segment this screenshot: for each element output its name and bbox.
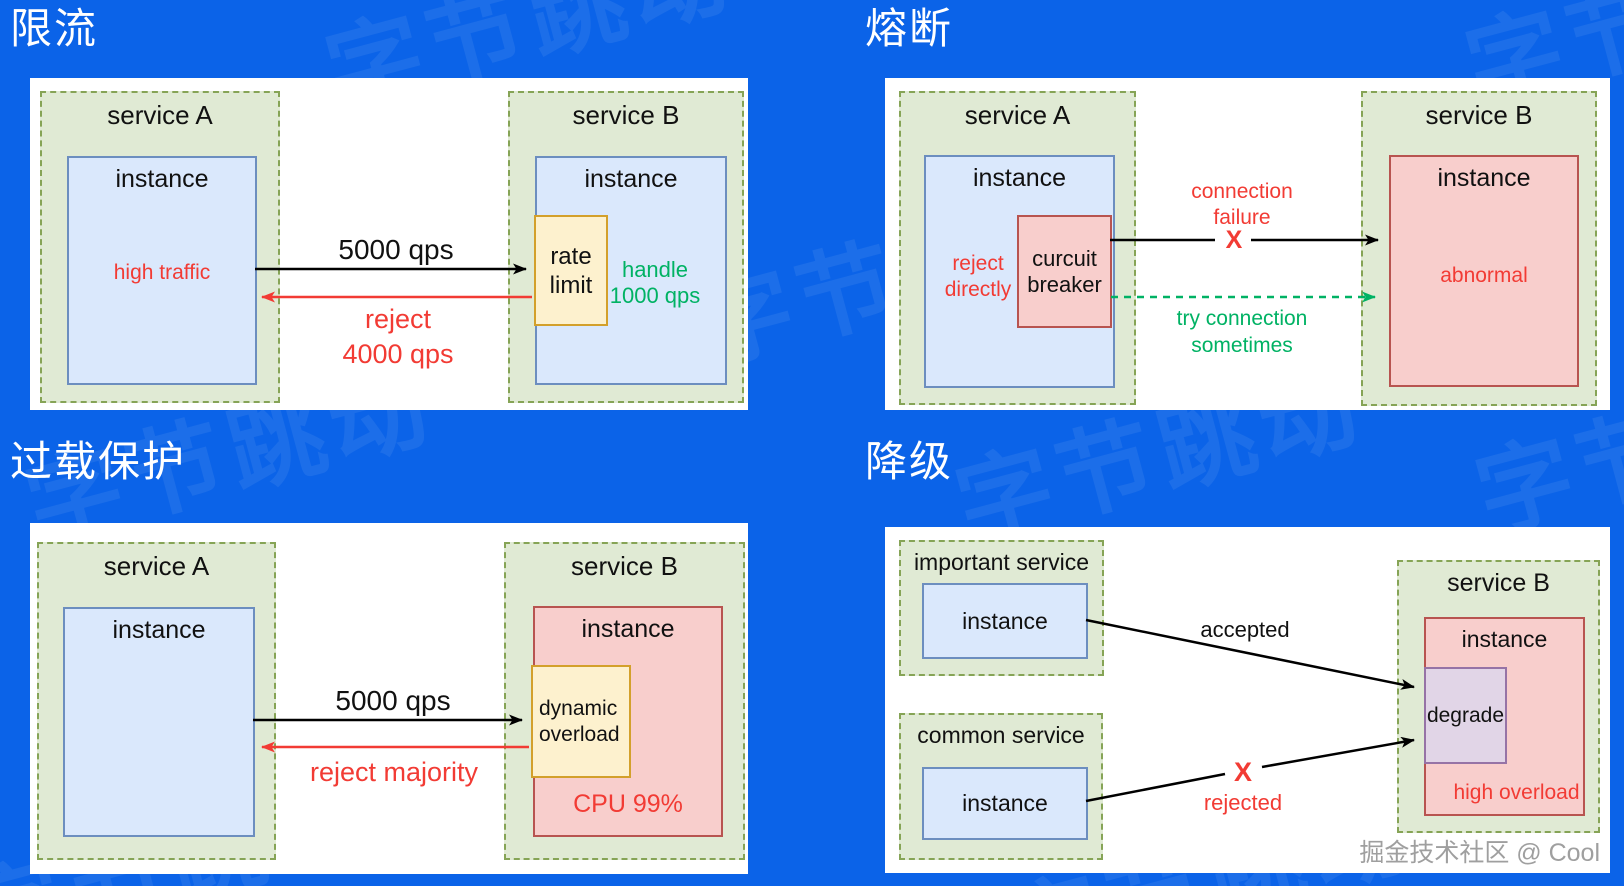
service-b-label: service B (571, 551, 678, 581)
instance-label: instance (581, 615, 675, 643)
service-b-label: service B (1447, 569, 1550, 597)
service-a-label: service A (103, 551, 210, 581)
common-service-box: common service instance (899, 713, 1103, 860)
rejected-x-mark: X (1233, 757, 1252, 787)
important-service-box: important service instance (899, 540, 1104, 676)
service-b-box: service B instance abnormal (1361, 91, 1597, 406)
instance-label: instance (584, 165, 678, 193)
forward-qps-label: 5000 qps (338, 234, 454, 265)
service-a-box: service A instance reject directly curcu… (899, 91, 1136, 405)
try-connection-label: try connection sometimes (1176, 307, 1308, 357)
cpu-usage-note: CPU 99% (573, 790, 683, 818)
instance-box: instance abnormal (1389, 155, 1579, 387)
rate-limit-panel: service A instance high traffic service … (30, 78, 748, 410)
instance-label: instance (972, 164, 1067, 192)
instance-box: instance high traffic (67, 156, 257, 385)
degradation-panel: important service instance common servic… (885, 527, 1610, 873)
service-b-label: service B (1425, 100, 1533, 130)
high-traffic-status: high traffic (113, 261, 211, 284)
rejected-label: rejected (1203, 790, 1283, 815)
instance-box: instance degrade high overload (1424, 617, 1585, 816)
community-credit: 掘金技术社区 @ Cool (1359, 839, 1600, 867)
instance-label: instance (1461, 626, 1548, 652)
title-overload-protection: 过载保护 (10, 438, 187, 485)
service-b-box: service B instance CPU 99% dynamic overl… (504, 542, 745, 860)
service-b-label: service B (572, 100, 680, 130)
arrow-rejected (1261, 736, 1415, 769)
service-b-box: service B instance handle 1000 qps rate … (508, 91, 744, 403)
connection-failure-label: connection failure (1191, 180, 1293, 229)
reject-qps-label: reject 4000 qps (342, 304, 454, 369)
common-service-label: common service (917, 722, 1085, 748)
reject-directly-note: reject directly (944, 252, 1012, 301)
instance-label: instance (1437, 164, 1531, 192)
important-service-label: important service (913, 549, 1090, 575)
handle-note: handle 1000 qps (609, 257, 701, 308)
service-a-box: service A instance high traffic (40, 91, 280, 403)
rate-limit-box: rate limit (534, 215, 608, 326)
overload-protection-panel: service A instance service B instance CP… (30, 523, 748, 874)
title-degradation: 降级 (865, 438, 954, 485)
reject-majority-label: reject majority (309, 757, 479, 787)
title-circuit-breaker: 熔断 (865, 5, 954, 52)
instance-label: instance (112, 616, 206, 644)
failure-x-mark: X (1225, 226, 1243, 254)
title-rate-limit: 限流 (10, 5, 99, 52)
dynamic-overload-box: dynamic overload (531, 665, 631, 778)
instance-box: instance (63, 607, 255, 837)
service-a-box: service A instance (37, 542, 276, 860)
circuit-breaker-box: curcuit breaker (1017, 215, 1112, 328)
abnormal-status: abnormal (1440, 264, 1528, 287)
high-overload-status: high overload (1453, 781, 1580, 804)
service-a-label: service A (107, 100, 213, 130)
degrade-box: degrade (1424, 667, 1507, 764)
service-a-label: service A (964, 100, 1071, 130)
instance-box: instance (922, 583, 1088, 659)
circuit-breaker-panel: service A instance reject directly curcu… (885, 78, 1610, 410)
service-b-box: service B instance degrade high overload (1397, 560, 1600, 833)
instance-box: instance (922, 767, 1088, 840)
accepted-label: accepted (1200, 617, 1290, 642)
instance-label: instance (115, 165, 209, 193)
instance-box: instance reject directly (924, 155, 1115, 388)
forward-qps-label: 5000 qps (335, 685, 451, 716)
